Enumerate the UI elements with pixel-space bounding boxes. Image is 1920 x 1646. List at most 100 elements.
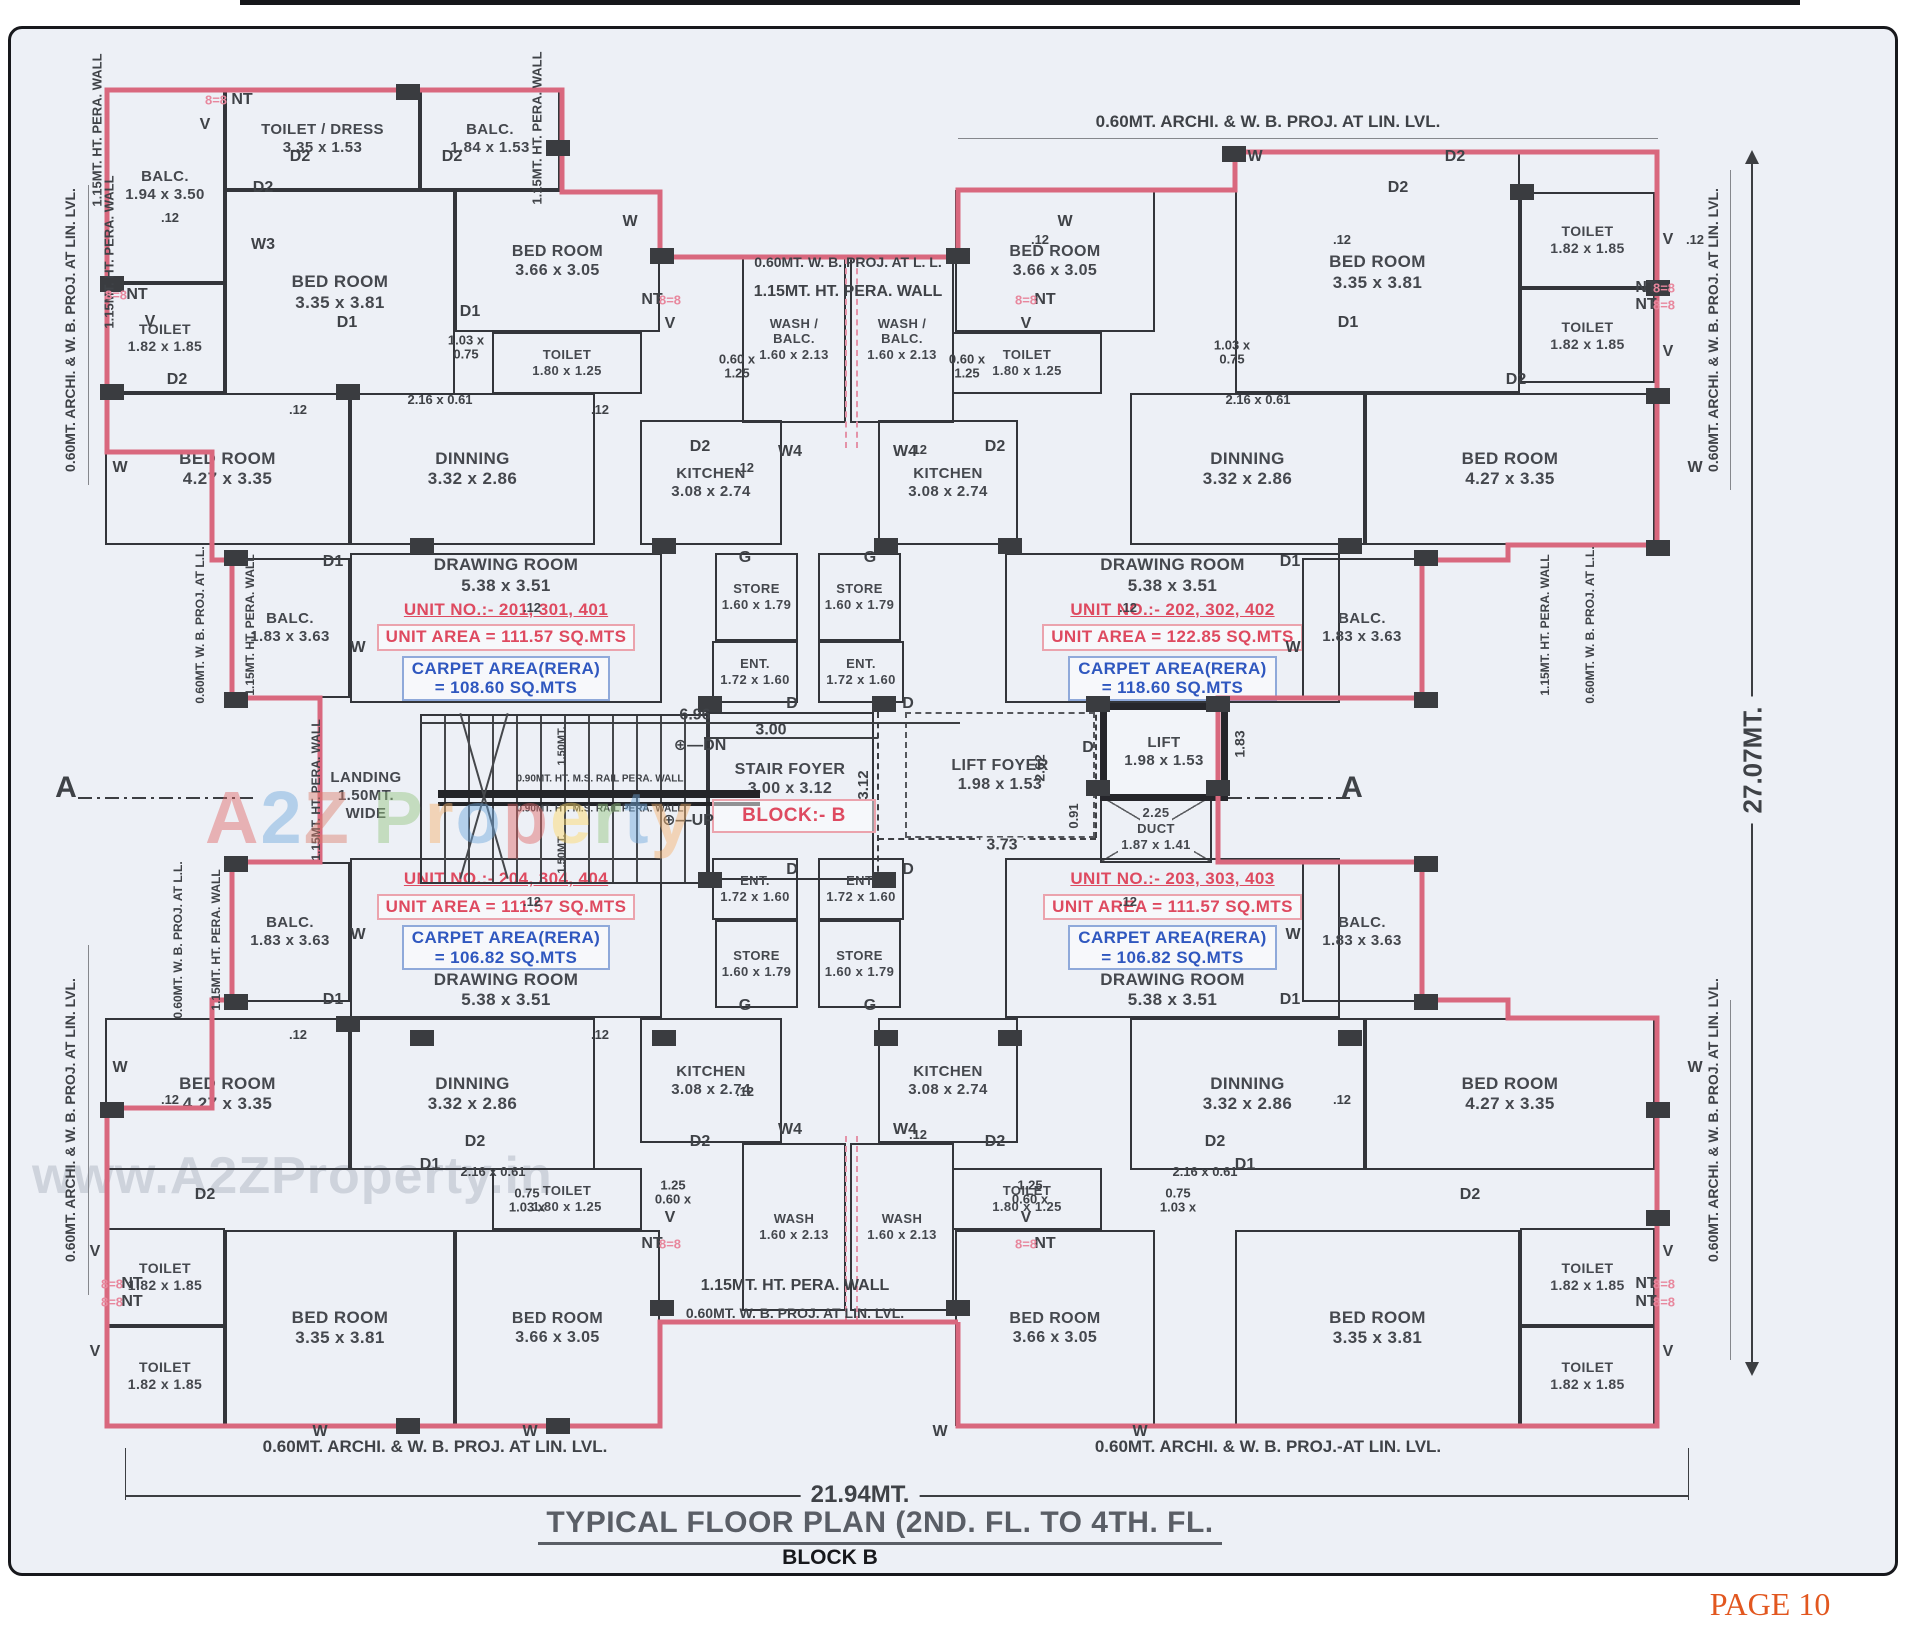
room-dim: 1.83 x 3.63: [1322, 628, 1402, 645]
room-name: BALC.: [881, 331, 923, 347]
wall-column: [1414, 692, 1438, 708]
marker-w: W: [350, 926, 366, 943]
room-dim: 1.98 x 1.53: [957, 776, 1043, 793]
room-dim: 5.38 x 3.51: [1127, 990, 1218, 1010]
marker-d: D: [1082, 739, 1094, 756]
room-name: BALC.: [1338, 914, 1386, 931]
wall-column: [1646, 1210, 1670, 1226]
annotation: 21.94MT.: [800, 1481, 920, 1509]
marker-d2: D2: [1444, 148, 1466, 165]
room-name: DRAWING ROOM: [433, 970, 579, 990]
marker-w4: W4: [893, 1121, 917, 1138]
room-dim: 1.72 x 1.60: [826, 672, 896, 687]
deco-topstrip: [240, 0, 1800, 5]
watermark-letter: [351, 775, 374, 860]
room-name: BED ROOM: [1009, 242, 1101, 260]
wall-column: [100, 384, 124, 400]
carpet-line2: = 118.60 SQ.MTS: [1101, 678, 1244, 698]
annotation: 0.60MT. ARCHI. & W. B. PROJ. AT LIN. LVL…: [1095, 112, 1441, 131]
room-name: ENT.: [740, 656, 770, 672]
room-dim: 3.32 x 2.86: [1202, 1094, 1293, 1113]
room-dim: 3.08 x 2.74: [671, 482, 751, 500]
carpet-area-badge: CARPET AREA(RERA)= 108.60 SQ.MTS: [401, 655, 611, 701]
wall-column: [1414, 856, 1438, 872]
dimension-label: .12: [1332, 1092, 1352, 1108]
wall-column: [998, 1030, 1022, 1046]
dimension-label: 2.16 x 0.61: [460, 1164, 526, 1180]
room-dim: 3.66 x 3.05: [515, 1329, 600, 1346]
marker-d: D: [902, 861, 914, 878]
wall-column: [410, 538, 434, 554]
marker-v: V: [1020, 315, 1032, 332]
marker-nt: NT: [231, 91, 253, 108]
room-dim: 1.82 x 1.85: [1550, 1277, 1625, 1293]
marker-g: G: [863, 549, 877, 566]
room-name: STORE: [733, 581, 780, 597]
room-dim: 1.60 x 1.79: [721, 597, 792, 612]
annotation: 0.60MT. ARCHI. & W. B. PROJ. AT LIN. LVL…: [62, 188, 78, 472]
marker-v: V: [664, 315, 676, 332]
room-name: BED ROOM: [291, 272, 389, 292]
wall-column: [1206, 780, 1230, 796]
annotation: 0.60MT. W. B. PROJ. AT L.L.: [171, 861, 185, 1019]
dimension-label: 2.62: [1031, 754, 1048, 782]
marker-d2: D2: [166, 371, 188, 388]
dimension-label: .12: [1332, 232, 1352, 248]
dimension-label: .12: [735, 1084, 755, 1100]
dimension-label: .12: [160, 1092, 180, 1108]
door-swing-glyph: 8=8: [1652, 1294, 1676, 1310]
room-name: BALC.: [773, 331, 815, 347]
wall-column: [1206, 696, 1230, 712]
marker-w: W: [1687, 1059, 1703, 1076]
wall-column: [1086, 780, 1110, 796]
room-name: BED ROOM: [511, 1309, 604, 1327]
marker-w4: W4: [778, 1121, 802, 1138]
wall-column: [1414, 550, 1438, 566]
room-name: WASH: [773, 1211, 815, 1227]
annotation: 1.15MT. HT. PERA. WALL: [1538, 554, 1552, 696]
room-name: DRAWING ROOM: [1100, 970, 1245, 990]
deco-thin-v: [88, 185, 89, 485]
wall-column: [410, 1030, 434, 1046]
watermark-letter: 2: [260, 776, 304, 859]
door-swing-glyph: 8=8: [204, 92, 228, 108]
annotation: 1.15MT. HT. PERA. WALL: [101, 175, 117, 329]
room-dim: 1.60 x 2.13: [867, 346, 937, 362]
wall-column: [872, 872, 896, 888]
dimension-label: 3.73: [980, 837, 1024, 855]
marker-d2: D2: [689, 1133, 711, 1150]
wall-column: [396, 1418, 420, 1434]
watermark-letter: Z: [303, 776, 351, 859]
marker-v: V: [1020, 1209, 1032, 1226]
room-dim: 5.38 x 3.51: [461, 575, 551, 595]
room-name: STAIR FOYER: [734, 761, 846, 778]
room-dim: 1.83 x 3.63: [1322, 932, 1402, 949]
watermark-letter: r: [593, 776, 624, 859]
room-name: DRAWING ROOM: [433, 555, 579, 575]
room-dim: 4.27 x 3.35: [182, 469, 273, 488]
carpet-area-badge: CARPET AREA(RERA)= 106.82 SQ.MTS: [1068, 924, 1277, 971]
room-name: 2.25: [1139, 804, 1173, 821]
deco-thin-v: [88, 945, 89, 1295]
unit-area-badge: UNIT AREA = 111.57 SQ.MTS: [1043, 893, 1302, 920]
marker-d1: D1: [1279, 553, 1301, 570]
marker-d1: D1: [1279, 991, 1301, 1008]
dimension-label: 0.60 x 1.25: [718, 351, 756, 380]
room-name: TOILET: [542, 1183, 592, 1199]
room-name: WASH /: [877, 315, 927, 331]
wall-column: [396, 84, 420, 100]
watermark-letter: A: [205, 776, 261, 859]
wall-column: [1338, 538, 1362, 554]
dimension-label: 1.25 0.60 x: [1011, 1177, 1049, 1206]
marker-g: G: [738, 997, 752, 1014]
room-dim: 1.80 x 1.25: [992, 363, 1062, 378]
room-name: TOILET: [1002, 347, 1052, 363]
marker-v: V: [1662, 1243, 1674, 1260]
marker-v: V: [89, 1343, 101, 1360]
annotation: 0.60MT. ARCHI. & W. B. PROJ. AT LIN. LVL…: [1705, 978, 1721, 1262]
